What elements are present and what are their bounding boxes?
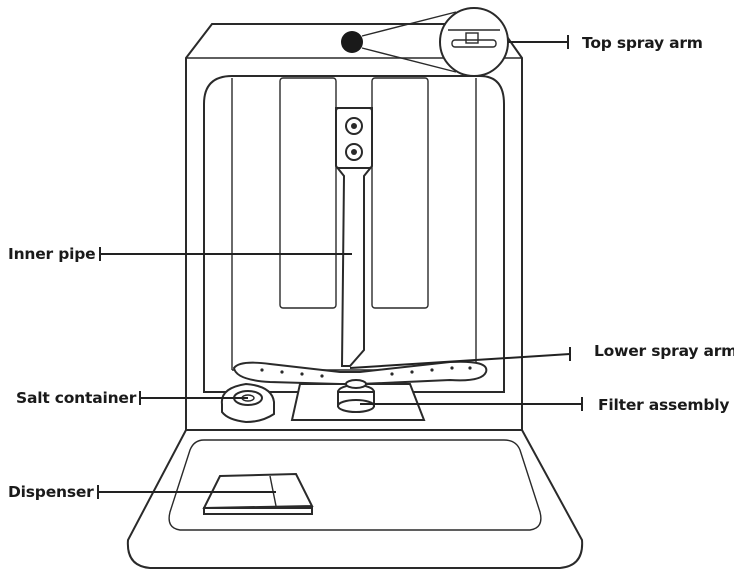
inner-pipe <box>335 107 373 367</box>
dishwasher-door <box>126 429 584 569</box>
label-filter-assembly: Filter assembly <box>598 396 729 414</box>
dispenser <box>202 472 314 515</box>
lower-spray-arm <box>232 360 488 385</box>
leader-lines <box>97 35 583 499</box>
top-spray-arm <box>341 7 509 77</box>
label-dispenser: Dispenser <box>8 483 94 501</box>
label-top-spray-arm: Top spray arm <box>582 34 703 52</box>
label-salt-container: Salt container <box>16 389 137 407</box>
label-inner-pipe: Inner pipe <box>8 245 95 263</box>
salt-container <box>220 382 275 424</box>
filter-assembly <box>290 379 426 421</box>
label-lower-spray-arm: Lower spray arm <box>594 342 734 360</box>
